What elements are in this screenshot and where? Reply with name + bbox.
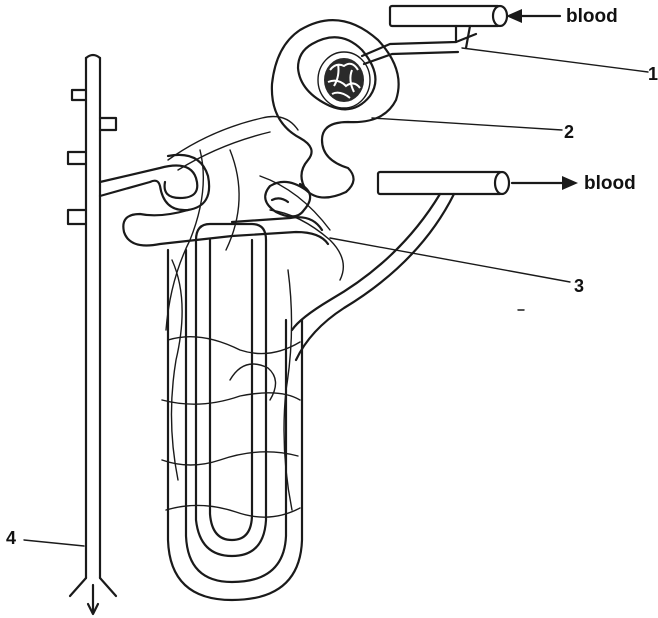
leader-2 <box>372 118 562 130</box>
distal-tubule <box>100 155 232 246</box>
blood-out-label: blood <box>584 173 636 194</box>
efferent-vessel <box>292 172 509 360</box>
glomerulus <box>324 58 364 102</box>
leader-1 <box>462 48 648 72</box>
blood-in-label: blood <box>566 6 618 27</box>
label-2: 2 <box>564 122 574 142</box>
blood-in-arrow <box>506 9 560 23</box>
label-3: 3 <box>574 276 584 296</box>
loop-of-henle <box>168 182 328 600</box>
label-4: 4 <box>6 528 16 548</box>
collecting-duct <box>68 55 116 614</box>
leader-4 <box>24 540 84 546</box>
label-1: 1 <box>648 64 658 84</box>
blood-out-arrow <box>512 176 578 190</box>
